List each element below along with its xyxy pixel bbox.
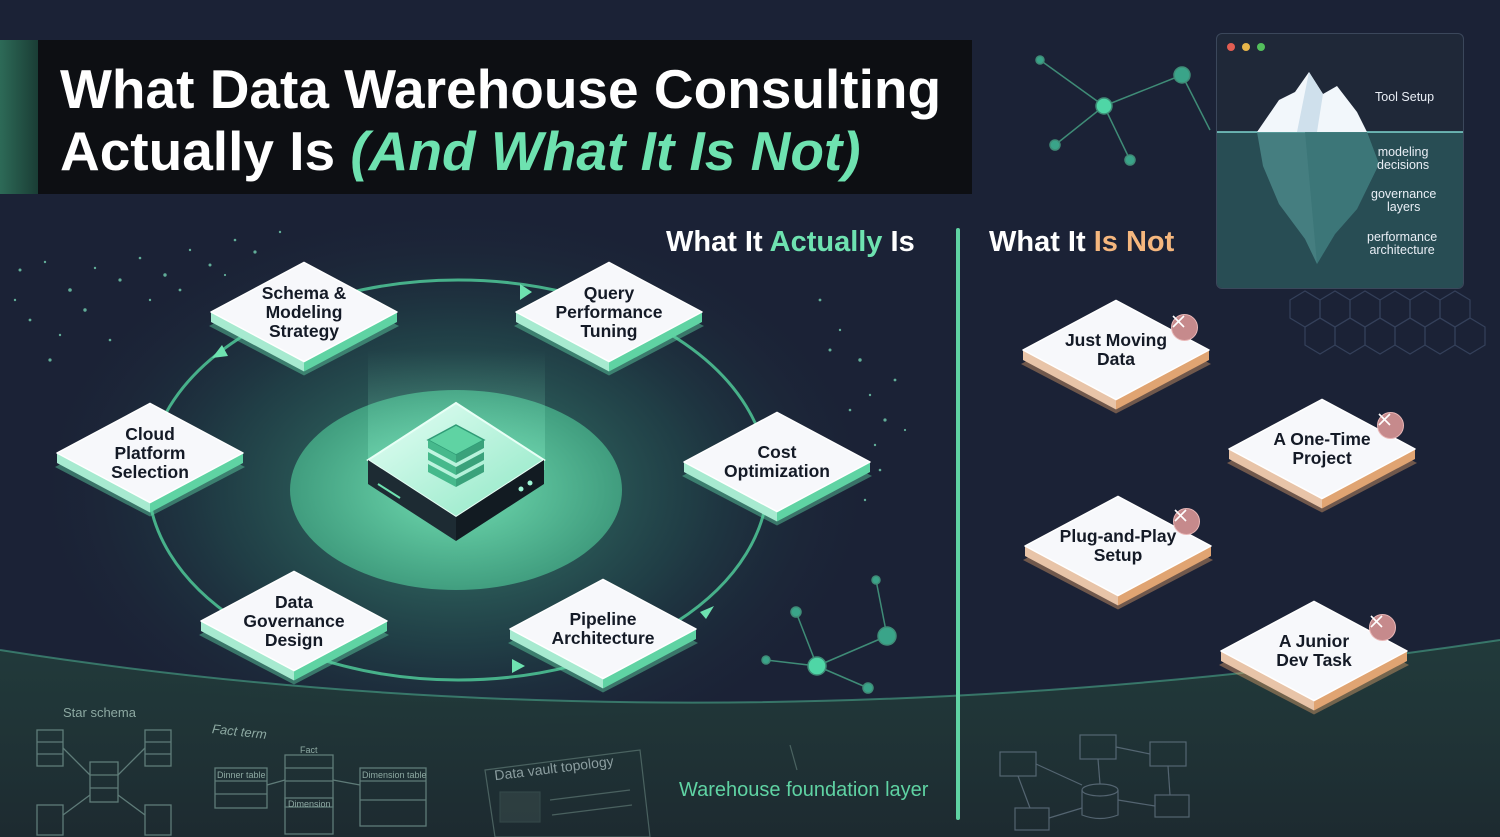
node-tile xyxy=(682,411,872,526)
node-tile-warning xyxy=(1021,299,1211,414)
x-icon xyxy=(1377,412,1404,439)
window-maximize-dot xyxy=(1257,43,1265,51)
iceberg-tip-label: Tool Setup xyxy=(1375,90,1435,104)
title-plain: Actually Is xyxy=(60,120,351,182)
star-schema-label: Star schema xyxy=(63,705,136,720)
foundation-layer-label: Warehouse foundation layer xyxy=(679,779,929,801)
dimension-label: Dimension xyxy=(288,799,331,809)
fact-label: Fact xyxy=(300,745,318,755)
dimension-table-label: Dimension table xyxy=(362,770,427,780)
node-tile xyxy=(514,261,704,376)
x-icon xyxy=(1369,614,1396,641)
window-close-dot xyxy=(1227,43,1235,51)
node-tile-warning xyxy=(1023,495,1213,610)
flow-diagram-sketch xyxy=(999,734,1190,831)
x-icon xyxy=(1171,314,1198,341)
server-icon xyxy=(366,401,546,541)
node-tile xyxy=(209,261,399,376)
star-schema-sketch xyxy=(36,729,427,836)
title-banner: What Data Warehouse Consulting Actually … xyxy=(0,40,972,194)
title-accent: (And What It Is Not) xyxy=(350,120,861,182)
network-graph xyxy=(1035,55,1211,166)
x-icon xyxy=(1173,508,1200,535)
node-tile-warning xyxy=(1227,398,1417,513)
heading-what-it-is-not: What It Is Not xyxy=(989,226,1174,259)
page-title-line-1: What Data Warehouse Consulting xyxy=(60,58,942,120)
network-graph-lower xyxy=(761,575,897,694)
heading-what-it-is: What It Actually Is xyxy=(666,226,915,259)
heading-not-highlight: Is Not xyxy=(1093,226,1175,258)
section-divider xyxy=(956,228,960,820)
heading-is-suffix: Is xyxy=(882,226,915,258)
window-minimize-dot xyxy=(1242,43,1250,51)
iceberg-icon xyxy=(1217,72,1463,288)
heading-is-highlight: Actually xyxy=(769,226,883,258)
node-tile xyxy=(508,578,698,693)
particles xyxy=(13,230,907,502)
node-tile xyxy=(55,402,245,517)
hex-pattern xyxy=(1289,290,1486,355)
page-title-line-2: Actually Is (And What It Is Not) xyxy=(60,120,972,182)
dinner-table-label: Dinner table xyxy=(217,770,266,780)
node-tile xyxy=(199,570,389,685)
data-vault-sketch xyxy=(484,744,798,837)
cycle-arrowheads xyxy=(212,284,714,673)
heading-not-prefix: What It xyxy=(989,226,1094,258)
heading-is-prefix: What It xyxy=(666,226,770,258)
